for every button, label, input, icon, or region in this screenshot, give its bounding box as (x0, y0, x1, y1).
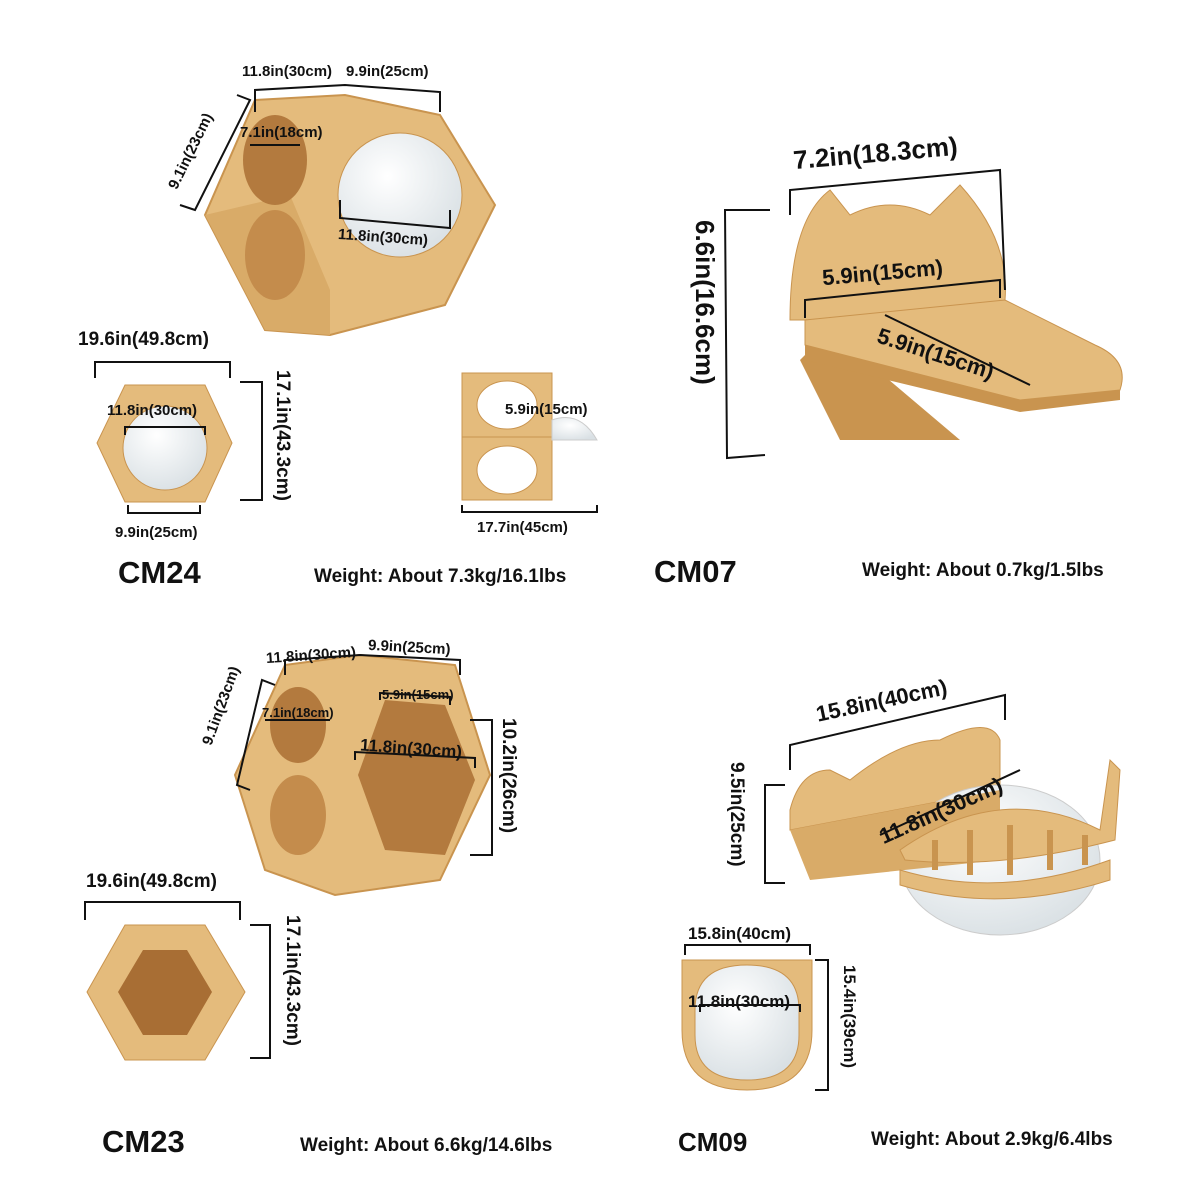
cm07-height-label: 6.6in(16.6cm) (690, 220, 720, 385)
cm23-model-label: CM23 (102, 1124, 185, 1159)
cm24-weight-label: Weight: About 7.3kg/16.1lbs (314, 566, 567, 587)
cm24-hole-label: 7.1in(18cm) (240, 124, 323, 141)
cm24-edge-label: 9.9in(25cm) (115, 524, 198, 541)
cm07-weight-label: Weight: About 0.7kg/1.5lbs (862, 560, 1104, 581)
cm24-height-label: 17.1in(43.3cm) (272, 370, 293, 501)
cm23-front-view (86, 924, 246, 1061)
cm24-side-view (461, 372, 598, 501)
cm24-model-label: CM24 (118, 555, 201, 590)
cm23-side-width-label: 9.9in(25cm) (367, 636, 451, 659)
cm09-height-label: 9.5in(25cm) (726, 762, 747, 867)
dimension-lines (84, 83, 1031, 1091)
cm09-weight-label: Weight: About 2.9kg/6.4lbs (871, 1129, 1113, 1150)
cm24-width-label: 11.8in(30cm) (242, 63, 333, 80)
cm09-front-bubble-label: 11.8in(30cm) (688, 992, 791, 1011)
cm23-height-label: 10.2in(26cm) (498, 718, 519, 834)
cm09-model-label: CM09 (678, 1127, 748, 1157)
cm24-side-depth-label: 17.7in(45cm) (477, 519, 568, 536)
cm23-front-height-label: 17.1in(43.3cm) (282, 915, 303, 1046)
cm24-front-bubble-label: 11.8in(30cm) (107, 402, 198, 419)
cm23-hex-hole-label: 5.9in(15cm) (382, 687, 454, 702)
cm24-side-bubble-label: 5.9in(15cm) (505, 401, 588, 418)
cm23-hexagon-illustration (233, 653, 492, 897)
cm23-weight-label: Weight: About 6.6kg/14.6lbs (300, 1135, 553, 1156)
cm09-shelf-illustration (789, 727, 1121, 936)
cm09-front-view (681, 959, 813, 1091)
cm23-front-width-label: 19.6in(49.8cm) (86, 871, 217, 892)
cm09-front-height-label: 15.4in(39cm) (840, 965, 859, 1068)
cm09-front-width-label: 15.8in(40cm) (688, 924, 791, 943)
cm07-model-label: CM07 (654, 554, 737, 589)
cm24-side-width-label: 9.9in(25cm) (346, 63, 429, 80)
cm07-shelf-illustration (789, 184, 1123, 440)
cm24-hexagon-illustration (203, 93, 497, 337)
cm24-front-width-label: 19.6in(49.8cm) (78, 329, 209, 350)
cm23-hole-label: 7.1in(18cm) (262, 705, 334, 720)
